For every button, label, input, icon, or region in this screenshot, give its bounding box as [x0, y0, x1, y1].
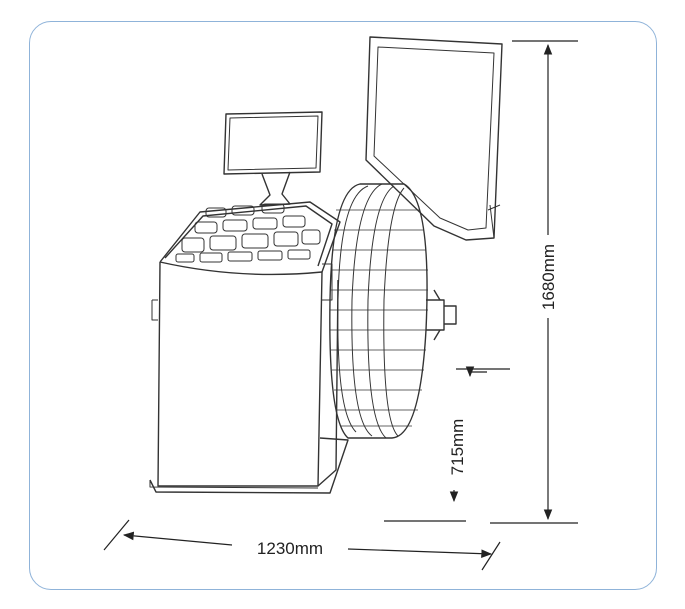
dimension-axle-height: [384, 366, 510, 522]
shaft-nut: [322, 263, 457, 341]
balancer-machine: [149, 36, 503, 494]
diagram-frame: [29, 21, 657, 590]
base-plate: [149, 437, 349, 494]
width-label: 1230mm: [257, 539, 323, 558]
tire: [329, 183, 428, 439]
monitor: [223, 111, 323, 206]
wheel-hood: [365, 36, 503, 241]
dimension-height: [490, 40, 578, 524]
dimension-width: [103, 519, 501, 571]
accessory-tray: [159, 201, 341, 273]
cabinet-body: [151, 261, 339, 487]
axle-height-label: 715mm: [448, 419, 467, 476]
height-label: 1680mm: [539, 244, 558, 310]
